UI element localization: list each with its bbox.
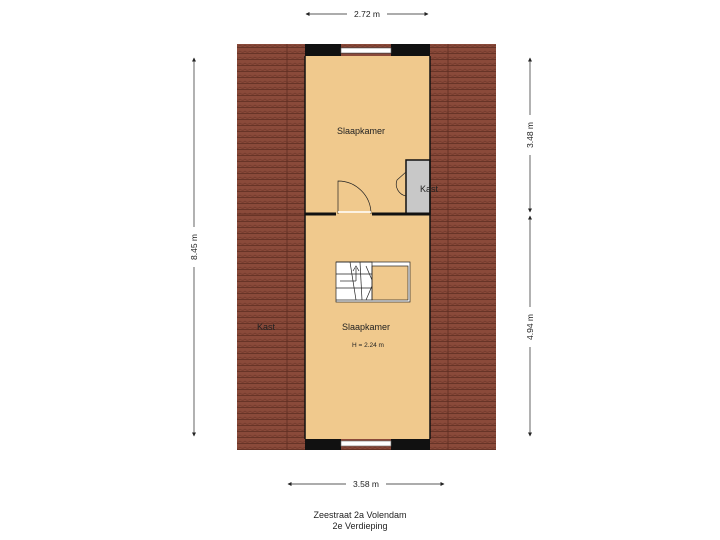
dimension-bottom: 3.58 m (287, 478, 445, 490)
ceiling-height-label: H = 2.24 m (352, 342, 384, 349)
closet-door-swing (395, 171, 407, 197)
window-top (305, 44, 430, 56)
closet-right (405, 159, 431, 215)
room-label-upper-bedroom: Slaapkamer (337, 126, 385, 136)
dimension-top-label: 2.72 m (354, 9, 380, 19)
room-label-closet-right: Kast (420, 184, 439, 194)
dimension-right-upper: 3.48 m (524, 57, 536, 213)
dimension-right-lower-label: 4.94 m (525, 314, 535, 340)
roof-right (430, 44, 496, 450)
roof-left (237, 44, 305, 450)
dimension-left: 8.45 m (188, 57, 200, 437)
dimension-right-upper-label: 3.48 m (525, 122, 535, 148)
door-swing (337, 180, 372, 215)
room-label-lower-bedroom: Slaapkamer (342, 322, 390, 332)
staircase (335, 261, 411, 303)
caption-address: Zeestraat 2a Volendam (313, 510, 407, 520)
dimension-right-lower: 4.94 m (524, 215, 536, 437)
dimension-left-label: 8.45 m (189, 234, 199, 260)
floor-area-lower (305, 214, 430, 439)
caption-floor: 2e Verdieping (332, 521, 388, 531)
dimension-top: 2.72 m (305, 8, 429, 20)
room-label-closet-left: Kast (257, 322, 276, 332)
walls (304, 56, 431, 439)
window-bottom (305, 439, 430, 450)
dimension-bottom-label: 3.58 m (353, 479, 379, 489)
